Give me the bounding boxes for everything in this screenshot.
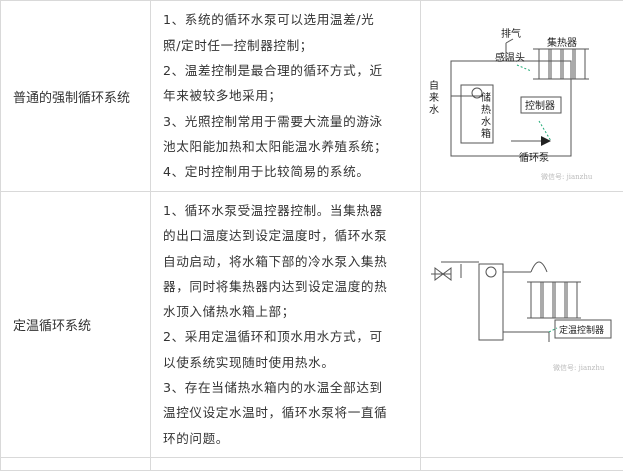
- table-row: 定温循环系统 1、循环水泵受温控器控制。当集热器 的出口温度达到设定温度时，循环…: [1, 192, 623, 458]
- description-line: 2、采用定温循环和顶水用水方式，可: [163, 324, 414, 349]
- description-line: 温控仪设定水温时，循环水泵将一直循: [163, 400, 414, 425]
- description-line: 4、定时控制用于比较简易的系统。: [163, 159, 414, 184]
- system-name: 普通的强制循环系统: [13, 91, 130, 106]
- description-line: 水顶入储热水箱上部；: [163, 299, 414, 324]
- tap-water-label: 水: [429, 104, 439, 116]
- system-description-cell: 1、系统的循环水泵可以选用温差/光 照/定时任一控制器控制； 2、温差控制是最合…: [151, 1, 421, 192]
- controller-label: 控制器: [525, 99, 555, 112]
- controller-label: 定温控制器: [559, 324, 604, 336]
- description-line: 年来被较多地采用；: [163, 83, 414, 108]
- table-row: 普通的强制循环系统 1、系统的循环水泵可以选用温差/光 照/定时任一控制器控制；…: [1, 1, 623, 192]
- description-line: 自动启动，将水箱下部的冷水泵入集热: [163, 249, 414, 274]
- tap-water-label: 来: [429, 92, 439, 104]
- description-line: 1、系统的循环水泵可以选用温差/光: [163, 7, 414, 32]
- tank-label: 箱: [481, 127, 491, 140]
- description-line: 的出口温度达到设定温度时，循环水泵: [163, 223, 414, 248]
- tank-label: 储: [481, 91, 491, 104]
- system-description-cell: 1、循环水泵受温控器控制。当集热器 的出口温度达到设定温度时，循环水泵 自动启动…: [151, 192, 421, 458]
- pump-arrow-icon: [541, 136, 551, 146]
- constant-temperature-diagram: 定温控制器 微信号: jianzhu: [421, 192, 623, 452]
- forced-circulation-diagram: 排气 集热器 感温头 自 来 水 储 热 水 箱 控制器 循环泵 微信号: ji…: [421, 1, 623, 187]
- description-line: 器，同时将集热器内达到设定温度的热: [163, 274, 414, 299]
- tank-label: 水: [481, 116, 491, 128]
- description-line: 照/定时任一控制器控制；: [163, 33, 414, 58]
- description-line: 2、温差控制是最合理的循环方式，近: [163, 58, 414, 83]
- system-name-cell: 定温循环系统: [1, 192, 151, 458]
- sensor-label: 感温头: [495, 51, 525, 64]
- watermark-text: 微信号: jianzhu: [553, 363, 605, 372]
- description-line: 环的问题。: [163, 426, 414, 451]
- watermark-text: 微信号: jianzhu: [541, 172, 593, 181]
- tap-water-label: 自: [429, 79, 439, 92]
- tank-label: 热: [481, 103, 491, 116]
- pump-label: 循环泵: [519, 151, 549, 164]
- system-diagram-cell: 定温控制器 微信号: jianzhu: [421, 192, 623, 458]
- description-line: 3、存在当储热水箱内的水温全部达到: [163, 375, 414, 400]
- description-line: 池太阳能加热和太阳能温水养殖系统；: [163, 134, 414, 159]
- system-diagram-cell: 排气 集热器 感温头 自 来 水 储 热 水 箱 控制器 循环泵 微信号: ji…: [421, 1, 623, 192]
- collector-label: 集热器: [547, 36, 577, 49]
- exhaust-label: 排气: [501, 27, 521, 40]
- system-name-cell: 普通的强制循环系统: [1, 1, 151, 192]
- system-name: 定温循环系统: [13, 319, 91, 334]
- description-line: 3、光照控制常用于需要大流量的游泳: [163, 109, 414, 134]
- description-line: 1、循环水泵受温控器控制。当集热器: [163, 198, 414, 223]
- table-row: [1, 457, 623, 470]
- description-line: 以使系统实现随时使用热水。: [163, 350, 414, 375]
